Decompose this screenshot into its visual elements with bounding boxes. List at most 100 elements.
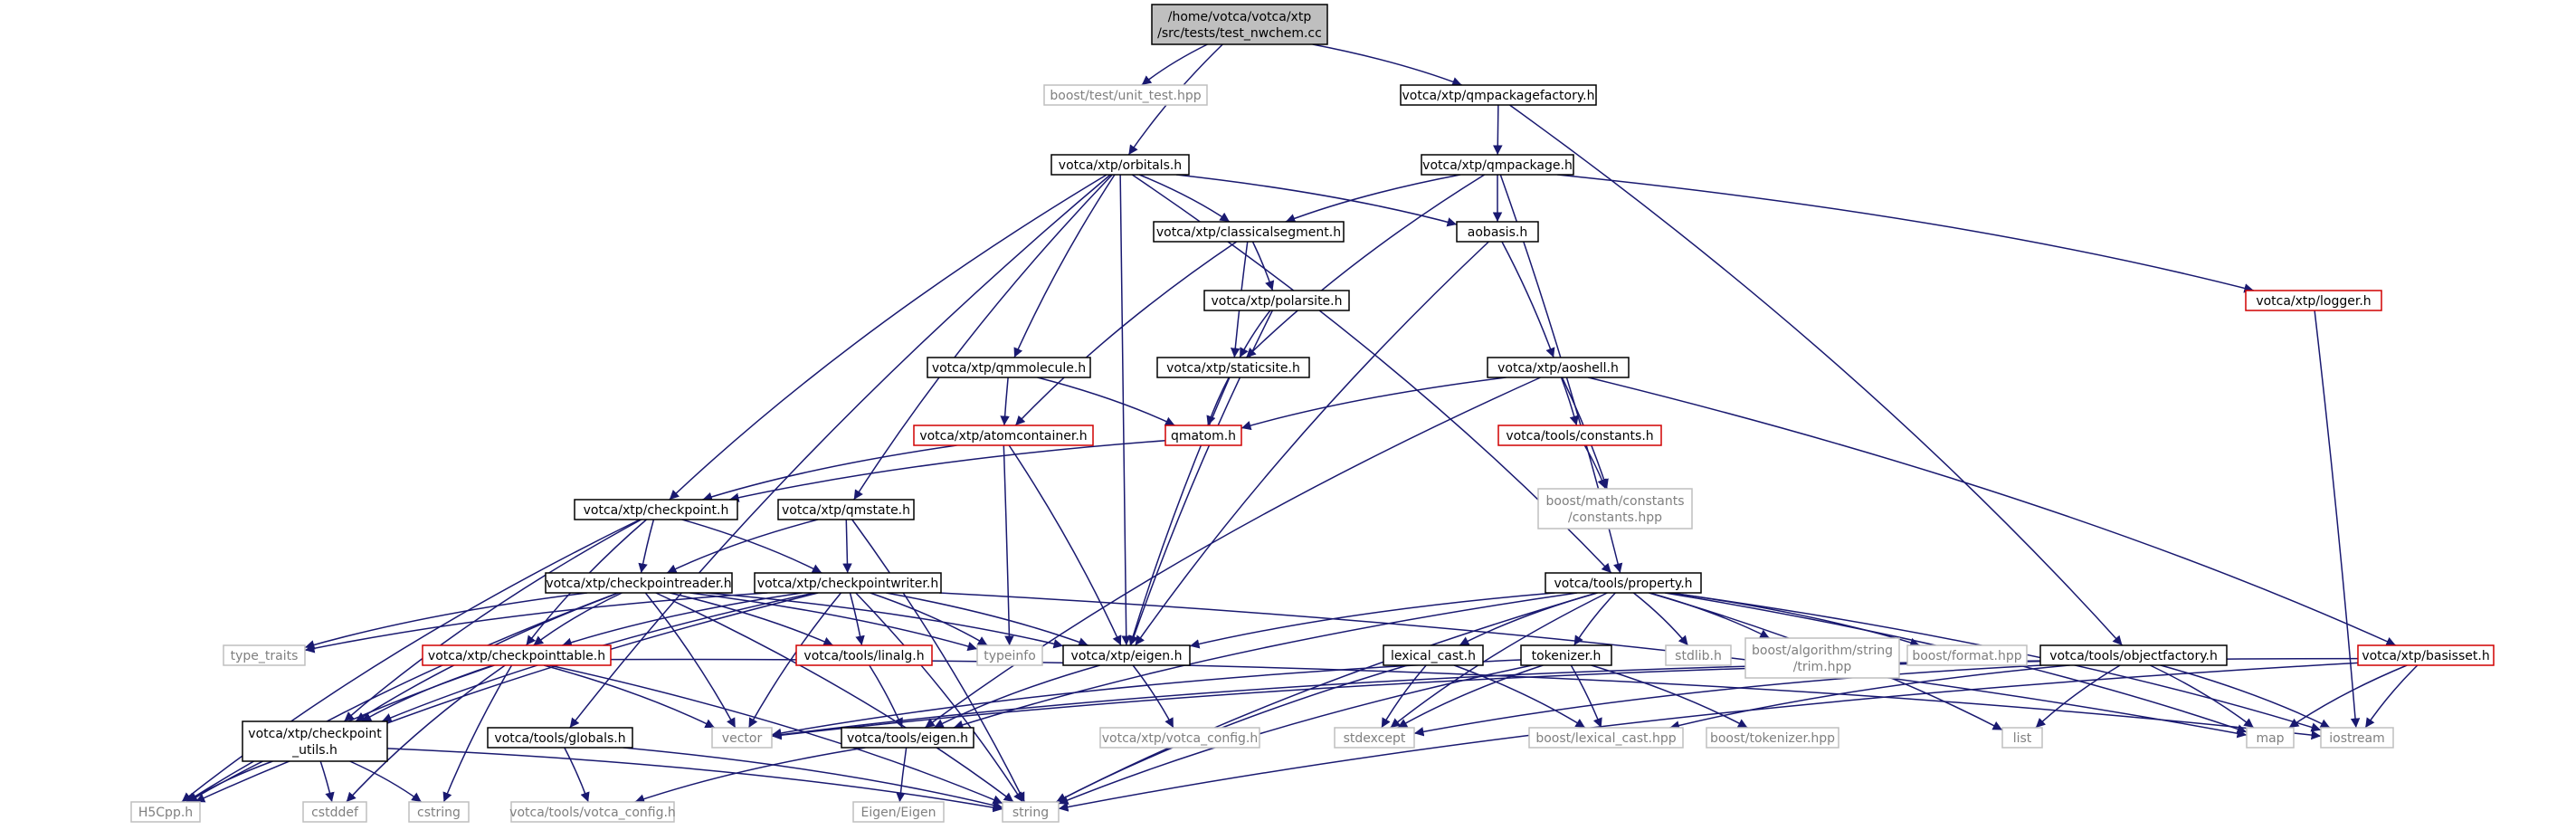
edge-objectfactory-to-iostream xyxy=(2160,664,2331,729)
edge-atomcontainer-to-checkpoint xyxy=(702,444,957,501)
node-staticsite[interactable]: votca/xtp/staticsite.h xyxy=(1156,357,1310,378)
node-label: iostream xyxy=(2329,731,2385,746)
node-box xyxy=(913,425,1094,446)
edge-classicalsegment-to-polarsite xyxy=(1251,241,1275,291)
node-boost_tokenizer: boost/tokenizer.hpp xyxy=(1706,727,1839,749)
edge-tokenizer-to-vector xyxy=(771,659,1522,739)
node-label: votca/xtp/checkpointtable.h xyxy=(428,649,605,663)
node-aobasis[interactable]: aobasis.h xyxy=(1456,221,1539,243)
node-boost_format: boost/format.hpp xyxy=(1906,644,2028,666)
node-tools_votca_config: votca/tools/votca_config.h xyxy=(509,801,676,823)
node-box xyxy=(2357,644,2495,666)
node-unit_test: boost/test/unit_test.hpp xyxy=(1043,84,1208,106)
edge-checkpointwriter-to-xtp_eigen xyxy=(886,592,1088,647)
node-tools_constants[interactable]: votca/tools/constants.h xyxy=(1497,425,1662,446)
node-root[interactable]: /home/votca/votca/xtp/src/tests/test_nwc… xyxy=(1151,4,1328,45)
edge-staticsite-to-xtp_eigen xyxy=(1128,377,1231,646)
edge-checkpoint_utils-to-string xyxy=(386,748,1003,813)
node-label: /constants.hpp xyxy=(1568,510,1662,525)
edge-root-to-qmpackagefactory xyxy=(1312,43,1462,87)
node-label: votca/xtp/qmpackagefactory.h xyxy=(1402,89,1595,103)
node-tokenizer[interactable]: tokenizer.h xyxy=(1520,644,1612,666)
edge-property-to-tokenizer xyxy=(1573,592,1616,646)
node-box xyxy=(841,727,974,749)
node-qmpackage[interactable]: votca/xtp/qmpackage.h xyxy=(1421,154,1574,176)
node-label: boost/format.hpp xyxy=(1912,649,2021,663)
edge-layer xyxy=(181,43,2419,813)
node-checkpointreader[interactable]: votca/xtp/checkpointreader.h xyxy=(545,572,733,594)
node-label: stdexcept xyxy=(1344,731,1406,746)
edge-checkpointwriter-to-h5cpp xyxy=(195,592,819,803)
edge-objectfactory-to-list xyxy=(2035,664,2121,729)
node-box xyxy=(1906,644,2028,666)
edge-lexical_cast-to-boost_lexical_cast xyxy=(1453,664,1586,729)
node-globals[interactable]: votca/tools/globals.h xyxy=(487,727,633,749)
edge-checkpointreader-to-checkpointtable xyxy=(533,592,623,646)
edge-checkpointreader-to-xtp_eigen xyxy=(706,592,1064,649)
edge-checkpointtable-to-cstring xyxy=(442,664,513,803)
edge-atomcontainer-to-typeinfo xyxy=(1003,444,1014,646)
edge-aoshell-to-basisset xyxy=(1587,377,2397,646)
node-orbitals[interactable]: votca/xtp/orbitals.h xyxy=(1050,154,1190,176)
node-objectfactory[interactable]: votca/tools/objectfactory.h xyxy=(2039,644,2228,666)
node-label: votca/xtp/logger.h xyxy=(2256,294,2371,309)
edge-checkpoint_utils-to-h5cpp xyxy=(185,760,273,803)
node-qmmolecule[interactable]: votca/xtp/qmmolecule.h xyxy=(927,357,1091,378)
node-property[interactable]: votca/tools/property.h xyxy=(1545,572,1702,594)
edge-checkpointtable-to-string xyxy=(548,664,1003,805)
edge-orbitals-to-globals xyxy=(569,174,1111,729)
node-checkpoint_utils[interactable]: votca/xtp/checkpoint_utils.h xyxy=(242,720,388,762)
node-qmatom[interactable]: qmatom.h xyxy=(1164,425,1242,446)
node-label: boost/tokenizer.hpp xyxy=(1710,731,1835,746)
node-checkpointtable[interactable]: votca/xtp/checkpointtable.h xyxy=(422,644,612,666)
node-cstddef: cstddef xyxy=(302,801,367,823)
edge-orbitals-to-qmmolecule xyxy=(1013,174,1116,358)
node-box xyxy=(1099,727,1260,749)
node-checkpoint[interactable]: votca/xtp/checkpoint.h xyxy=(574,499,738,520)
node-checkpointwriter[interactable]: votca/xtp/checkpointwriter.h xyxy=(754,572,942,594)
node-label: votca/tools/objectfactory.h xyxy=(2049,649,2218,663)
node-box xyxy=(711,727,773,749)
node-label: votca/tools/votca_config.h xyxy=(509,806,676,820)
node-tools_eigen[interactable]: votca/tools/eigen.h xyxy=(841,727,974,749)
node-label: votca/xtp/atomcontainer.h xyxy=(919,429,1087,444)
node-box xyxy=(777,499,915,520)
node-lexical_cast[interactable]: lexical_cast.h xyxy=(1383,644,1484,666)
node-box xyxy=(1151,4,1328,45)
edge-qmmolecule-to-atomcontainer xyxy=(1000,377,1010,426)
node-qmpackagefactory[interactable]: votca/xtp/qmpackagefactory.h xyxy=(1400,84,1597,106)
node-box xyxy=(1383,644,1484,666)
node-label: votca/xtp/qmmolecule.h xyxy=(932,361,1086,376)
node-logger[interactable]: votca/xtp/logger.h xyxy=(2245,290,2382,311)
node-label: aobasis.h xyxy=(1468,225,1527,240)
node-label: votca/xtp/polarsite.h xyxy=(1212,294,1343,309)
node-xtp_eigen[interactable]: votca/xtp/eigen.h xyxy=(1062,644,1191,666)
node-label: votca/tools/linalg.h xyxy=(803,649,924,663)
node-box xyxy=(574,499,738,520)
node-label: votca/xtp/checkpointreader.h xyxy=(546,577,731,591)
node-aoshell[interactable]: votca/xtp/aoshell.h xyxy=(1487,357,1630,378)
edge-classicalsegment-to-atomcontainer xyxy=(1014,241,1238,426)
node-label: votca/xtp/eigen.h xyxy=(1071,649,1183,663)
node-box xyxy=(487,727,633,749)
edge-qmpackage-to-classicalsegment xyxy=(1285,174,1461,224)
node-string: string xyxy=(1002,801,1060,823)
edge-checkpoint-to-checkpointwriter xyxy=(681,519,822,574)
edge-orbitals-to-classicalsegment xyxy=(1138,174,1231,223)
node-boost_constants: boost/math/constants/constants.hpp xyxy=(1537,488,1693,529)
node-label: lexical_cast.h xyxy=(1391,649,1476,663)
node-classicalsegment[interactable]: votca/xtp/classicalsegment.h xyxy=(1153,221,1345,243)
edge-qmstate-to-checkpointwriter xyxy=(842,519,852,574)
node-polarsite[interactable]: votca/xtp/polarsite.h xyxy=(1203,290,1350,311)
edge-basisset-to-vector xyxy=(771,657,2359,740)
node-qmstate[interactable]: votca/xtp/qmstate.h xyxy=(777,499,915,520)
node-box xyxy=(1487,357,1630,378)
edge-qmstate-to-string xyxy=(851,519,1025,803)
node-label: type_traits xyxy=(231,649,299,663)
edge-tools_constants-to-boost_constants xyxy=(1583,444,1607,490)
node-basisset[interactable]: votca/xtp/basisset.h xyxy=(2357,644,2495,666)
edge-atomcontainer-to-xtp_eigen xyxy=(1008,444,1122,646)
node-atomcontainer[interactable]: votca/xtp/atomcontainer.h xyxy=(913,425,1094,446)
node-label: votca/xtp/basisset.h xyxy=(2362,649,2489,663)
node-tools_linalg[interactable]: votca/tools/linalg.h xyxy=(795,644,933,666)
